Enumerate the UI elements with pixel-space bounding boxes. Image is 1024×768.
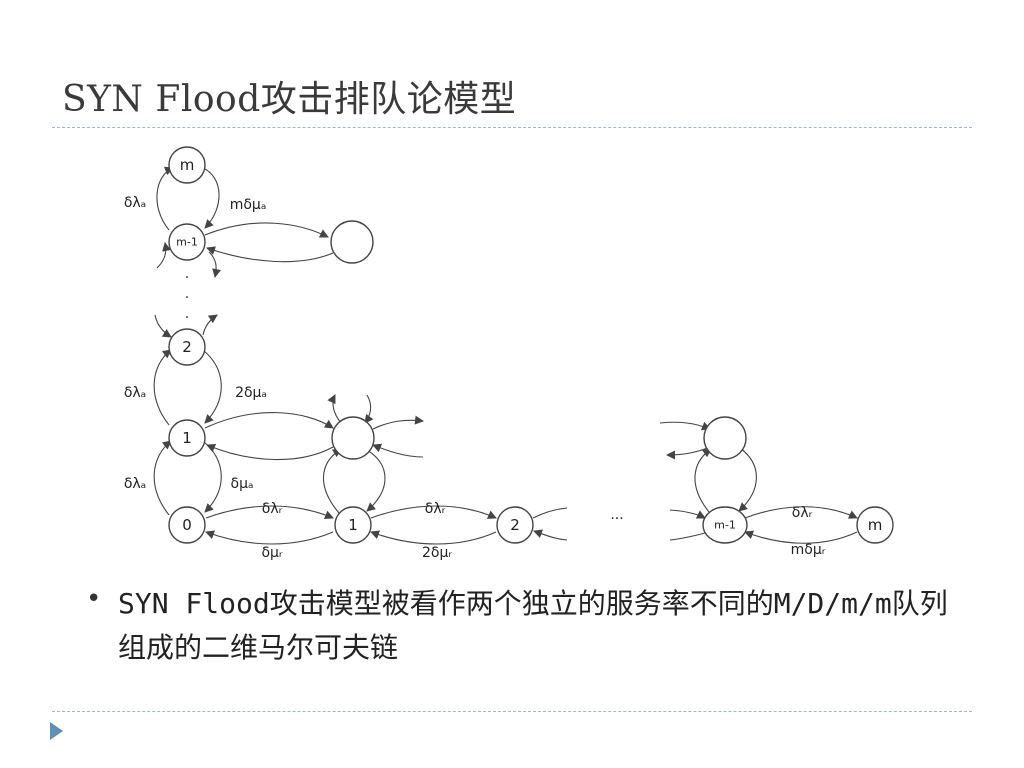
edge-0-to-1b xyxy=(205,505,334,520)
node-label-m1-top: m-1 xyxy=(176,236,198,249)
edge-1-to-mid xyxy=(204,412,334,429)
edge-mid-to-right xyxy=(372,415,424,430)
edge-2-to-1 xyxy=(202,349,222,424)
markov-chain-diagram: m m-1 2 1 0 1 2 m-1 m . . . ··· δλₐ mδμₐ… xyxy=(105,135,905,565)
edge-label-lambda-r-2: δλᵣ xyxy=(425,501,446,517)
edge-m1-to-m xyxy=(156,166,174,231)
edge-stub-2-left xyxy=(154,314,172,338)
edge-0-to-1 xyxy=(153,440,172,516)
edge-label-mu-a: δμₐ xyxy=(231,476,254,492)
node-label-1-left: 1 xyxy=(182,429,192,447)
title-divider xyxy=(52,127,972,128)
slide-title: SYN Flood攻击排队论模型 xyxy=(62,79,517,120)
edge-label-m-mu-a: mδμₐ xyxy=(230,197,267,213)
edge-1-to-0 xyxy=(202,440,222,513)
node-label-m-top: m xyxy=(180,156,195,174)
edge-label-lambda-r-1: δλᵣ xyxy=(262,501,283,517)
state-node-1-left xyxy=(168,419,206,457)
edge-label-m-mu-r: mδμᵣ xyxy=(791,542,826,558)
edge-label-lambda-r-3: δλᵣ xyxy=(792,505,813,521)
edge-m1b-stub-out xyxy=(669,532,706,541)
state-node-m-top xyxy=(168,146,206,184)
vertical-ellipsis-2: . xyxy=(185,286,189,302)
edge-right-stub-in xyxy=(659,421,711,431)
state-node-1-bottom xyxy=(334,506,372,544)
node-label-2-left: 2 xyxy=(182,338,192,356)
edge-2b-stub-in xyxy=(533,529,568,541)
edge-2b-stub-out xyxy=(532,507,568,519)
state-node-0 xyxy=(168,506,206,544)
footer-divider xyxy=(52,711,972,712)
edge-m1b-to-upper-right xyxy=(694,448,712,513)
node-label-1-bottom: 1 xyxy=(348,516,358,534)
state-node-upper-aux xyxy=(330,220,374,264)
edge-mid-stub-up-left xyxy=(327,394,342,424)
edge-upper-right-to-m1b xyxy=(738,447,757,512)
edge-m1b-to-m xyxy=(744,506,858,519)
edge-label-lambda-a-top: δλₐ xyxy=(124,195,146,211)
edge-mid-to-1 xyxy=(206,443,334,461)
edge-2b-to-1b xyxy=(370,530,497,545)
edge-m-to-m1b xyxy=(744,530,858,544)
node-label-2-bottom: 2 xyxy=(510,516,520,534)
node-label-m1-bottom: m-1 xyxy=(714,519,736,532)
edge-stub-2-right xyxy=(202,314,218,336)
edge-mid-stub-up-right xyxy=(364,394,374,424)
state-node-m-right xyxy=(856,506,894,544)
edge-1-to-2 xyxy=(153,349,172,426)
edge-1b-to-2b xyxy=(370,505,497,519)
edge-stub-m1-right xyxy=(208,251,221,278)
edge-m-to-m1 xyxy=(202,167,220,229)
edge-label-mu-r: δμᵣ xyxy=(261,545,282,561)
edge-label-2-mu-r: 2δμᵣ xyxy=(422,545,452,561)
state-node-m1-top xyxy=(168,223,206,261)
next-slide-arrow-icon[interactable] xyxy=(50,722,63,740)
state-node-2-left xyxy=(168,328,206,366)
node-label-0: 0 xyxy=(182,516,192,534)
edge-m1b-stub-in xyxy=(669,509,706,519)
state-node-2-bottom xyxy=(496,506,534,544)
bullet-marker: • xyxy=(86,584,102,614)
state-node-mid-aux xyxy=(331,416,375,460)
edge-m1-to-upper-node xyxy=(204,222,329,238)
state-node-m1-bottom xyxy=(702,506,748,544)
edge-1b-to-0 xyxy=(205,530,334,545)
edge-mid-to-1b xyxy=(366,449,386,512)
horizontal-ellipsis: ··· xyxy=(610,511,623,527)
edge-upper-node-to-m1 xyxy=(206,246,334,263)
edge-label-lambda-a-low: δλₐ xyxy=(124,476,146,492)
edge-1b-to-mid xyxy=(322,448,342,514)
node-label-m-right: m xyxy=(868,516,883,534)
vertical-ellipsis-1: . xyxy=(185,266,189,282)
edge-label-2-mu-a: 2δμₐ xyxy=(235,385,267,401)
vertical-ellipsis-3: . xyxy=(185,306,189,322)
edge-right-stub-out xyxy=(666,446,711,460)
edge-stub-m1-left xyxy=(156,242,171,269)
bullet-text: SYN Flood攻击模型被看作两个独立的服务率不同的M/D/m/m队列组成的二… xyxy=(118,587,948,664)
edge-right-to-mid xyxy=(372,443,424,458)
edge-label-lambda-a-mid: δλₐ xyxy=(124,385,146,401)
state-node-right-aux xyxy=(703,416,747,460)
